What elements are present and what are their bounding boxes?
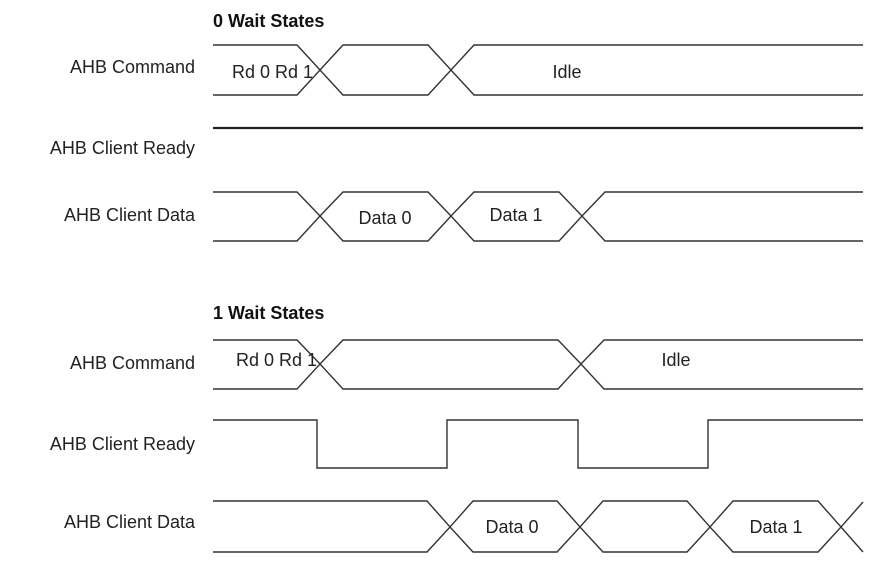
bus-value-rd0-rd1: Rd 0 Rd 1	[232, 62, 313, 82]
bus-waveform-command	[213, 44, 863, 72]
bus-waveform-data-low	[213, 525, 864, 553]
signal-label-ahb-client-ready: AHB Client Ready	[50, 138, 195, 158]
signal-label-ahb-client-data: AHB Client Data	[64, 205, 196, 225]
bus-value-idle: Idle	[552, 62, 581, 82]
ready-waveform	[213, 419, 863, 469]
signal-label-ahb-command: AHB Command	[70, 57, 195, 77]
section-1-wait-states: 1 Wait States AHB Command Rd 0 Rd 1 Idle…	[50, 303, 864, 553]
section-title: 0 Wait States	[213, 11, 324, 31]
bus-value-data-1: Data 1	[489, 205, 542, 225]
bus-value-rd0-rd1: Rd 0 Rd 1	[236, 350, 317, 370]
bus-waveform-command-low	[213, 362, 863, 390]
bus-waveform-data-low	[213, 214, 863, 242]
section-0-wait-states: 0 Wait States AHB Command Rd 0 Rd 1 Idle…	[50, 11, 863, 242]
bus-value-data-0: Data 0	[358, 208, 411, 228]
bus-value-data-0: Data 0	[485, 517, 538, 537]
signal-label-ahb-command: AHB Command	[70, 353, 195, 373]
signal-label-ahb-client-data: AHB Client Data	[64, 512, 196, 532]
bus-value-data-1: Data 1	[749, 517, 802, 537]
signal-label-ahb-client-ready: AHB Client Ready	[50, 434, 195, 454]
bus-waveform-command-low	[213, 68, 863, 96]
bus-value-idle: Idle	[661, 350, 690, 370]
section-title: 1 Wait States	[213, 303, 324, 323]
bus-waveform-command	[213, 339, 863, 366]
